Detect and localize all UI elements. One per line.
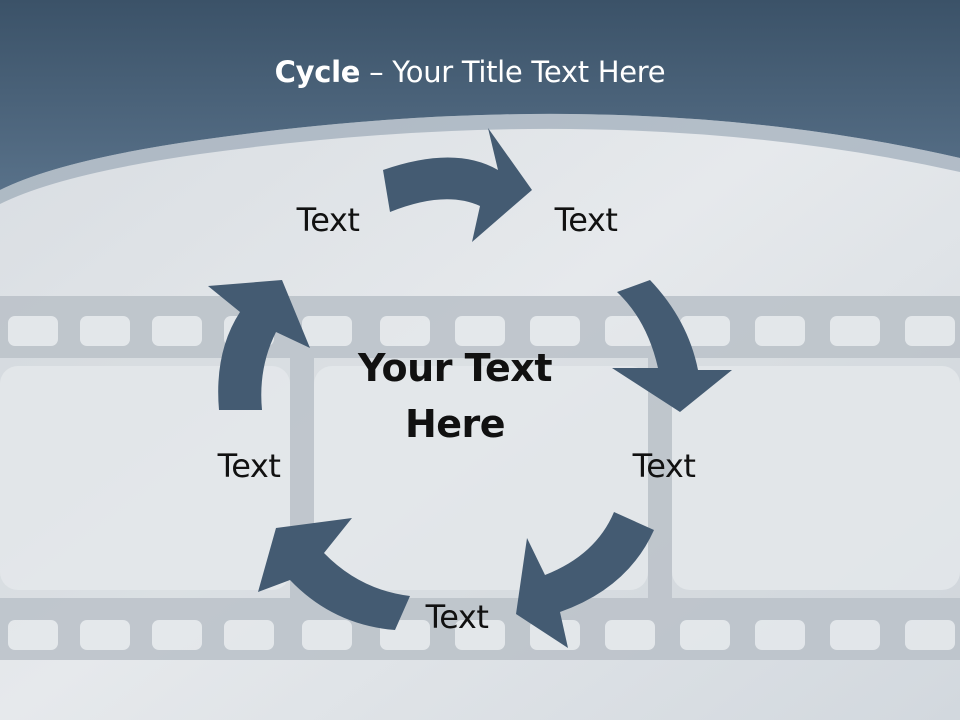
cycle-node-label: Text xyxy=(217,447,281,485)
center-text-line2: Here xyxy=(404,402,506,446)
center-text: Your Text Here xyxy=(335,340,575,452)
cycle-arrow-1 xyxy=(383,128,532,242)
header-band xyxy=(0,0,960,190)
slide-title-bold: Cycle xyxy=(274,55,361,89)
slide-title-rest: – Your Title Text Here xyxy=(360,55,666,89)
cycle-node-label: Text xyxy=(296,201,360,239)
center-text-line1: Your Text xyxy=(358,346,552,390)
cycle-arrow-3 xyxy=(516,512,654,648)
cycle-arrow-5 xyxy=(208,280,310,410)
header-edge xyxy=(0,113,960,204)
cycle-arrows xyxy=(208,128,732,648)
cycle-node-label: Text xyxy=(632,447,696,485)
cycle-node-label: Text xyxy=(425,598,489,636)
cycle-arrow-2 xyxy=(612,280,732,412)
slide-title: Cycle – Your Title Text Here xyxy=(0,55,940,89)
film-strip xyxy=(0,296,960,660)
cycle-node-label: Text xyxy=(554,201,618,239)
cycle-arrow-4 xyxy=(258,518,410,630)
